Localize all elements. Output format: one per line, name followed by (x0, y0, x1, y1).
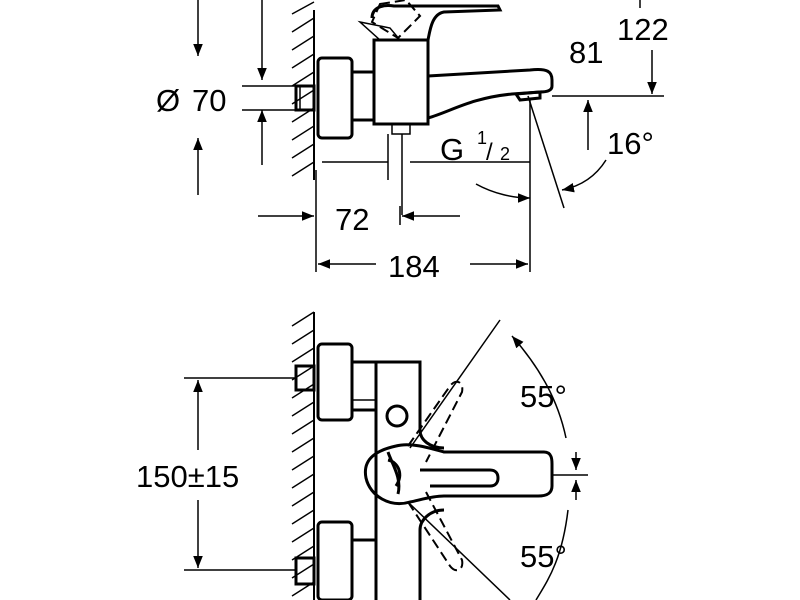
wall-hatch-bottom (291, 311, 315, 600)
dim-thread-num: 1 (477, 128, 487, 148)
wall-connector (294, 56, 374, 140)
angle-construction (409, 319, 588, 600)
mixer-body (372, 38, 430, 135)
dim-diameter-symbol: Ø (156, 83, 180, 118)
dim-thread-slash: / (486, 139, 493, 166)
dim-angle: 16° (607, 126, 654, 161)
front-view: 150±15 55° 55° (136, 311, 588, 600)
dim-thread-den: 2 (500, 144, 510, 164)
dim-height-spout: 81 (569, 35, 603, 70)
dim-depth: 184 (388, 249, 440, 284)
height-dims (193, 0, 296, 195)
dim-diameter-value: 70 (192, 83, 226, 118)
front-connectors (294, 342, 354, 600)
dim-offset: 72 (335, 202, 369, 237)
front-handle (363, 443, 554, 505)
spout (427, 68, 554, 120)
horizontal-dims (258, 100, 531, 272)
angle-16-dims (475, 95, 607, 209)
dim-angle-upper: 55° (520, 379, 567, 414)
dim-angle-lower: 55° (520, 539, 567, 574)
handle-lever (357, 0, 503, 41)
dim-thread-prefix: G (440, 132, 464, 167)
spacing-dims (184, 377, 296, 571)
right-height-dims (552, 0, 664, 150)
dim-spacing: 150±15 (136, 459, 239, 494)
handle-rotated-positions (407, 380, 464, 572)
dim-height-top: 122 (617, 12, 669, 47)
side-view: 122 81 Ø 70 G 1 / 2 16° 72 184 (156, 0, 669, 284)
